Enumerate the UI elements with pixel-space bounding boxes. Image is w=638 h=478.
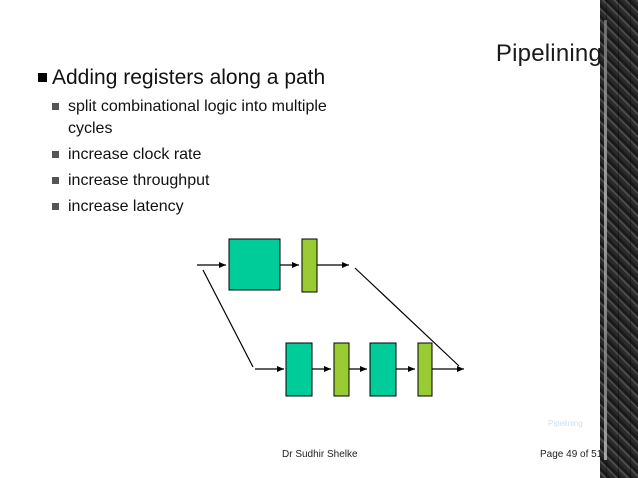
bullet-text: Adding registers along a path [52,66,326,89]
register-block [417,342,433,397]
bullet-square-icon [52,177,59,184]
footer-author: Dr Sudhir Shelke [282,449,358,460]
decorative-edge-highlight [604,20,607,460]
ghost-watermark-text: Pipelining [548,419,583,428]
sub-bullet-item: increase throughput [30,170,360,192]
logic-block [369,342,397,397]
register-block [301,238,318,293]
logic-block [228,238,281,291]
sub-bullet-item: increase latency [30,196,360,218]
bullet-list: Adding registers along a path split comb… [30,64,360,222]
sub-bullet-text: split combinational logic into multiple … [68,98,327,137]
sub-bullet-text: increase latency [68,198,184,215]
sub-bullet-item: increase clock rate [30,144,360,166]
sub-bullet-text: increase throughput [68,172,210,189]
register-block [333,342,350,397]
slide-title: Pipelining [495,40,602,67]
logic-block [285,342,313,397]
expansion-line-left [202,269,254,368]
sub-bullet-text: increase clock rate [68,146,202,163]
bullet-square-icon [38,73,47,82]
bullet-square-icon [52,151,59,158]
expansion-line-right [354,267,460,367]
footer-page-number: Page 49 of 51 [540,449,603,460]
bullet-item: Adding registers along a path [30,64,360,92]
bullet-square-icon [52,103,59,110]
bullet-square-icon [52,203,59,210]
sub-bullet-item: split combinational logic into multiple … [30,96,360,140]
